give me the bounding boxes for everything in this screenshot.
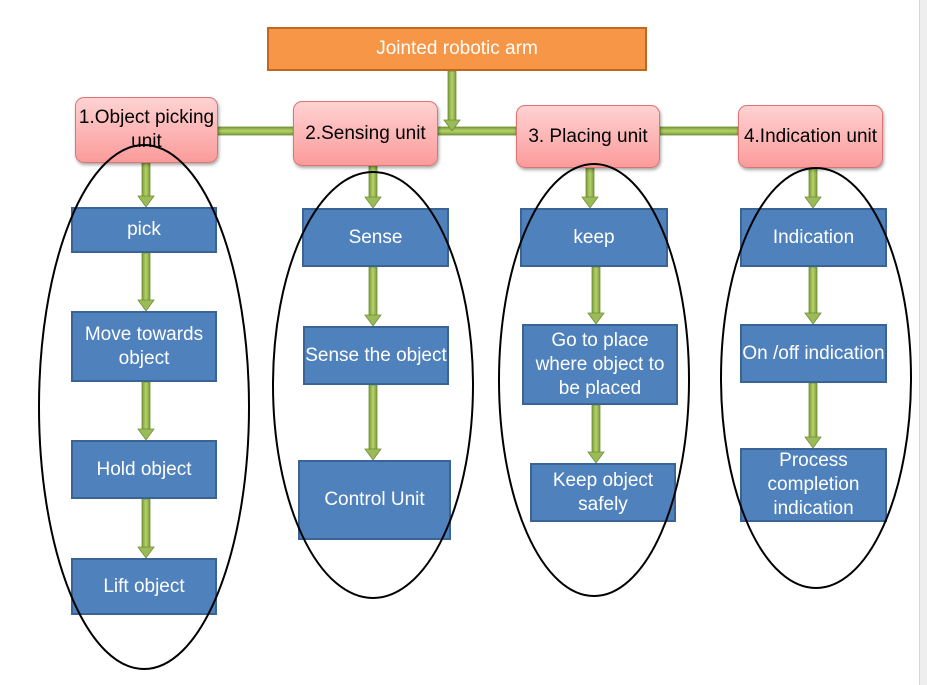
connector-root-bus-head — [443, 119, 461, 132]
connector-root-bus-shaft — [447, 70, 457, 122]
bus-segment-1-2 — [217, 126, 295, 136]
step-label: Go to place where object to be placed — [535, 329, 665, 399]
connector-u2-b-shaft — [368, 266, 378, 317]
step-label: Control Unit — [324, 489, 425, 510]
step-label: Sense the object — [305, 344, 447, 366]
unit-sensing: 2.Sensing unit — [293, 101, 438, 166]
step-sense-the-object: Sense the object — [303, 326, 449, 385]
connector-u2-a-shaft — [368, 165, 378, 199]
step-on-off-indication: On /off indication — [740, 324, 887, 383]
connector-group — [137, 70, 822, 559]
step-label: Sense — [348, 226, 403, 248]
connector-u1-b-shaft — [141, 252, 151, 302]
unit-title: 2.Sensing unit — [305, 122, 426, 144]
step-label: keep — [573, 226, 615, 248]
step-process-completion-indication: Process completion indication — [740, 448, 887, 522]
scrollbar-track[interactable] — [919, 0, 927, 685]
step-pick: pick — [71, 207, 217, 253]
connector-u3-a-shaft — [585, 167, 595, 199]
connector-u4-c-head — [804, 436, 822, 449]
step-lift-object: Lift object — [71, 558, 217, 615]
unit-indication: 4.Indication unit — [738, 105, 883, 168]
bus-segment-2-3 — [437, 126, 517, 136]
connector-u1-d-shaft — [141, 498, 151, 549]
connector-u1-d-head — [137, 546, 155, 559]
connector-u3-a-head — [581, 196, 599, 209]
unit-placing: 3. Placing unit — [516, 105, 660, 168]
connector-u1-c-shaft — [141, 381, 151, 431]
step-label: Lift object — [103, 575, 185, 597]
step-label: pick — [127, 219, 161, 240]
connector-u3-c-head — [587, 451, 605, 464]
step-go-to-place: Go to place where object to be placed — [522, 324, 678, 405]
connector-u4-a-shaft — [808, 167, 818, 199]
connector-u3-c-shaft — [591, 404, 601, 454]
connector-u2-c-head — [364, 448, 382, 461]
connector-u2-c-shaft — [368, 384, 378, 451]
unit-title: 1.Object picking unit — [78, 107, 215, 152]
connector-u4-b-shaft — [808, 266, 818, 315]
connector-u3-b-shaft — [591, 266, 601, 315]
connector-u3-b-head — [587, 312, 605, 325]
unit-title: 3. Placing unit — [528, 125, 648, 147]
step-hold-object: Hold object — [71, 440, 217, 499]
step-move-towards-object: Move towards object — [71, 311, 217, 382]
root-node: Jointed robotic arm — [267, 27, 647, 71]
bus-segment-3-4 — [659, 126, 739, 136]
step-label: Process completion indication — [767, 450, 860, 519]
connector-u4-c-shaft — [808, 382, 818, 439]
connector-u1-c-head — [137, 428, 155, 441]
unit-object-picking: 1.Object picking unit — [75, 97, 218, 163]
step-indication: Indication — [740, 208, 887, 267]
connector-u2-a-head — [364, 196, 382, 209]
step-label: On /off indication — [742, 342, 885, 364]
step-label: Keep object safely — [552, 469, 654, 515]
root-label: Jointed robotic arm — [376, 38, 538, 59]
step-keep-object-safely: Keep object safely — [530, 463, 676, 522]
connector-u4-a-head — [804, 196, 822, 209]
connector-u2-b-head — [364, 314, 382, 327]
connector-u1-b-head — [137, 299, 155, 312]
step-label: Move towards object — [84, 323, 204, 369]
connector-u1-a-head — [137, 195, 155, 208]
connector-u4-b-head — [804, 312, 822, 325]
step-label: Hold object — [96, 458, 192, 480]
step-label: Indication — [772, 226, 855, 248]
connector-u1-a-shaft — [141, 162, 151, 198]
step-sense: Sense — [302, 208, 449, 267]
step-control-unit: Control Unit — [298, 460, 451, 540]
unit-title: 4.Indication unit — [743, 125, 878, 147]
step-keep: keep — [520, 208, 668, 267]
